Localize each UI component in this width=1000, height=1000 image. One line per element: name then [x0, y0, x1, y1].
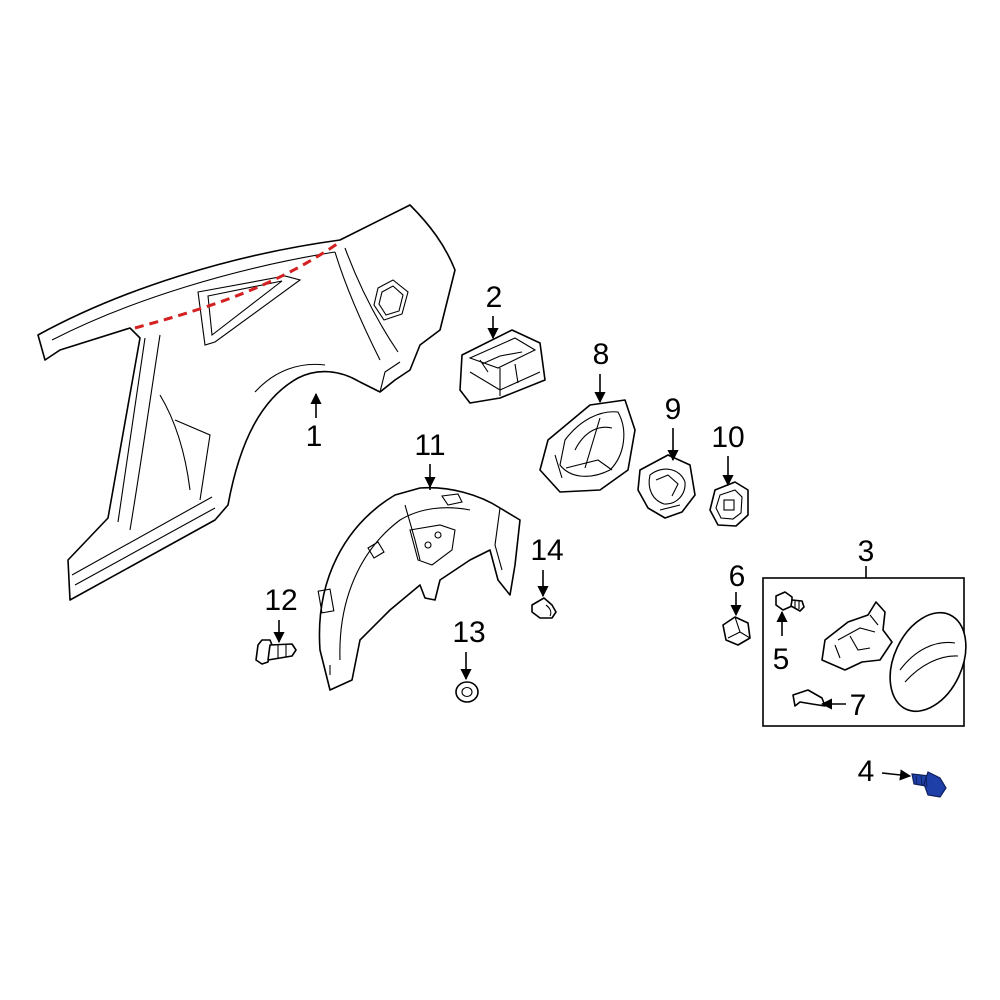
callout-7: 7 [850, 689, 867, 722]
bump-stop-part[interactable] [722, 616, 751, 646]
callout-6: 6 [729, 560, 746, 593]
callout-4: 4 [858, 755, 875, 788]
leader-arrows [273, 316, 912, 781]
gasket-part[interactable] [709, 481, 749, 527]
fuel-door-hinge-part[interactable] [821, 601, 893, 671]
callout-8: 8 [593, 338, 610, 371]
filler-pocket-part[interactable] [539, 399, 636, 493]
push-pin-part[interactable] [255, 639, 297, 665]
highlighted-bolt-part[interactable] [911, 771, 947, 798]
filler-neck-seal-part[interactable] [637, 454, 696, 519]
callout-13: 13 [452, 616, 485, 649]
callout-12: 12 [264, 584, 297, 617]
callout-11: 11 [414, 429, 445, 462]
quarter-panel-part[interactable] [37, 204, 456, 601]
callout-9: 9 [665, 393, 682, 426]
grommet-nut-part[interactable] [455, 681, 479, 703]
callout-labels: 1 2 3 4 5 6 7 8 9 10 11 12 13 14 [264, 281, 874, 788]
fuel-door-part[interactable] [875, 601, 981, 724]
callout-3: 3 [858, 535, 875, 568]
callout-10: 10 [711, 421, 744, 454]
callout-2: 2 [486, 281, 503, 314]
seal-strip-part[interactable] [792, 689, 826, 707]
callout-14: 14 [530, 534, 563, 567]
wing-clip-part[interactable] [531, 597, 557, 619]
wheelhouse-liner-part[interactable] [317, 486, 521, 691]
dashed-seam-line [134, 240, 341, 330]
callout-5: 5 [773, 643, 790, 676]
screw-part[interactable] [775, 591, 805, 612]
housing-bracket-part[interactable] [459, 329, 546, 404]
callout-1: 1 [306, 420, 323, 453]
